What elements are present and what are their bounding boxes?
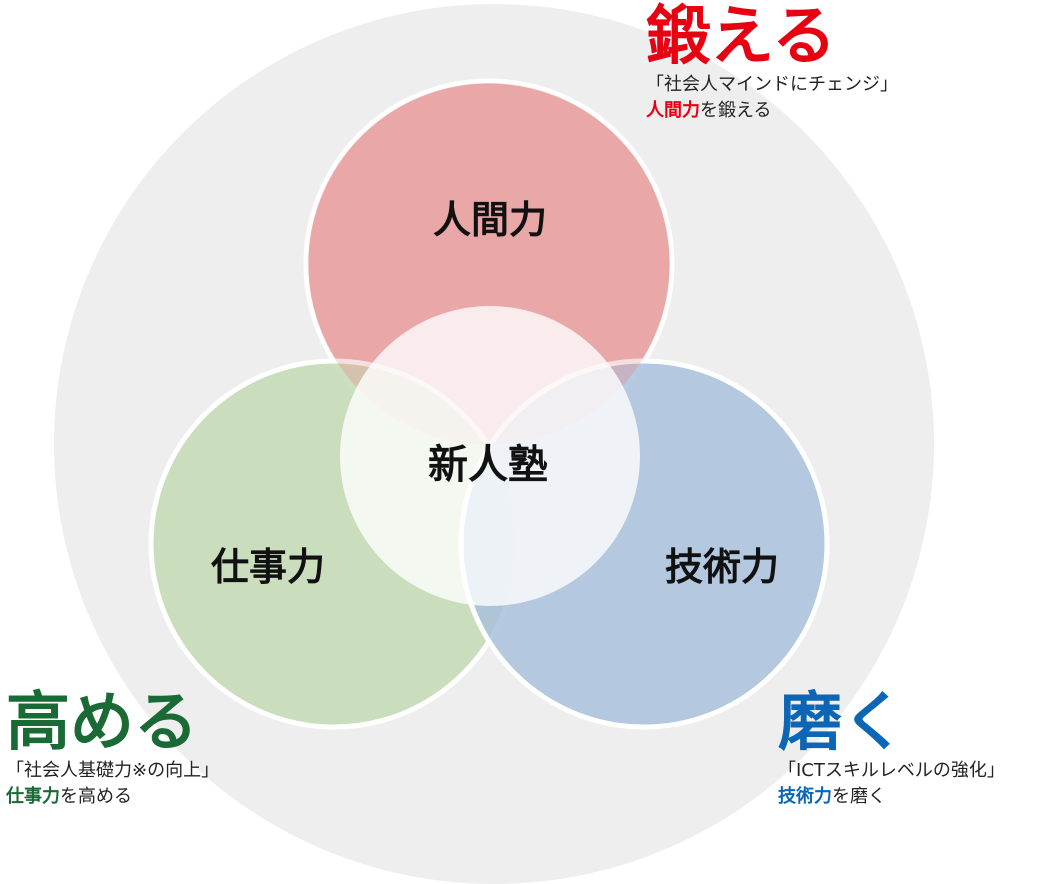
callout-strengthen-line2: 人間力を鍛える [646, 98, 898, 124]
callout-strengthen-line1: 「社会人マインドにチェンジ」 [646, 74, 898, 95]
callout-enhance: 高める 「社会人基礎力※の向上」 仕事力を高める [6, 688, 219, 810]
callout-polish-rest: を磨く [832, 786, 886, 807]
callout-enhance-heading: 高める [6, 685, 198, 760]
callout-enhance-rest: を高める [60, 786, 132, 807]
callout-enhance-keyword: 仕事力 [6, 786, 60, 807]
callout-polish-keyword: 技術力 [778, 786, 832, 807]
callout-polish: 磨く 「ICTスキルレベルの強化」 技術力を磨く [778, 688, 1005, 810]
callout-polish-line2: 技術力を磨く [778, 784, 1005, 810]
callout-strengthen-heading: 鍛える [646, 0, 837, 74]
center-label: 新人塾 [428, 442, 548, 488]
center-circle [340, 306, 640, 606]
circle-top-label: 人間力 [433, 198, 547, 242]
callout-strengthen-keyword: 人間力 [646, 100, 700, 121]
callout-strengthen-rest: を鍛える [700, 100, 772, 121]
callout-strengthen: 鍛える 「社会人マインドにチェンジ」 人間力を鍛える [646, 2, 898, 124]
callout-polish-line1: 「ICTスキルレベルの強化」 [778, 760, 1005, 781]
callout-enhance-line2: 仕事力を高める [6, 784, 219, 810]
circle-right-label: 技術力 [665, 545, 779, 589]
circle-left-label: 仕事力 [211, 545, 325, 589]
callout-enhance-line1: 「社会人基礎力※の向上」 [6, 760, 220, 781]
callout-polish-heading: 磨く [778, 685, 906, 760]
